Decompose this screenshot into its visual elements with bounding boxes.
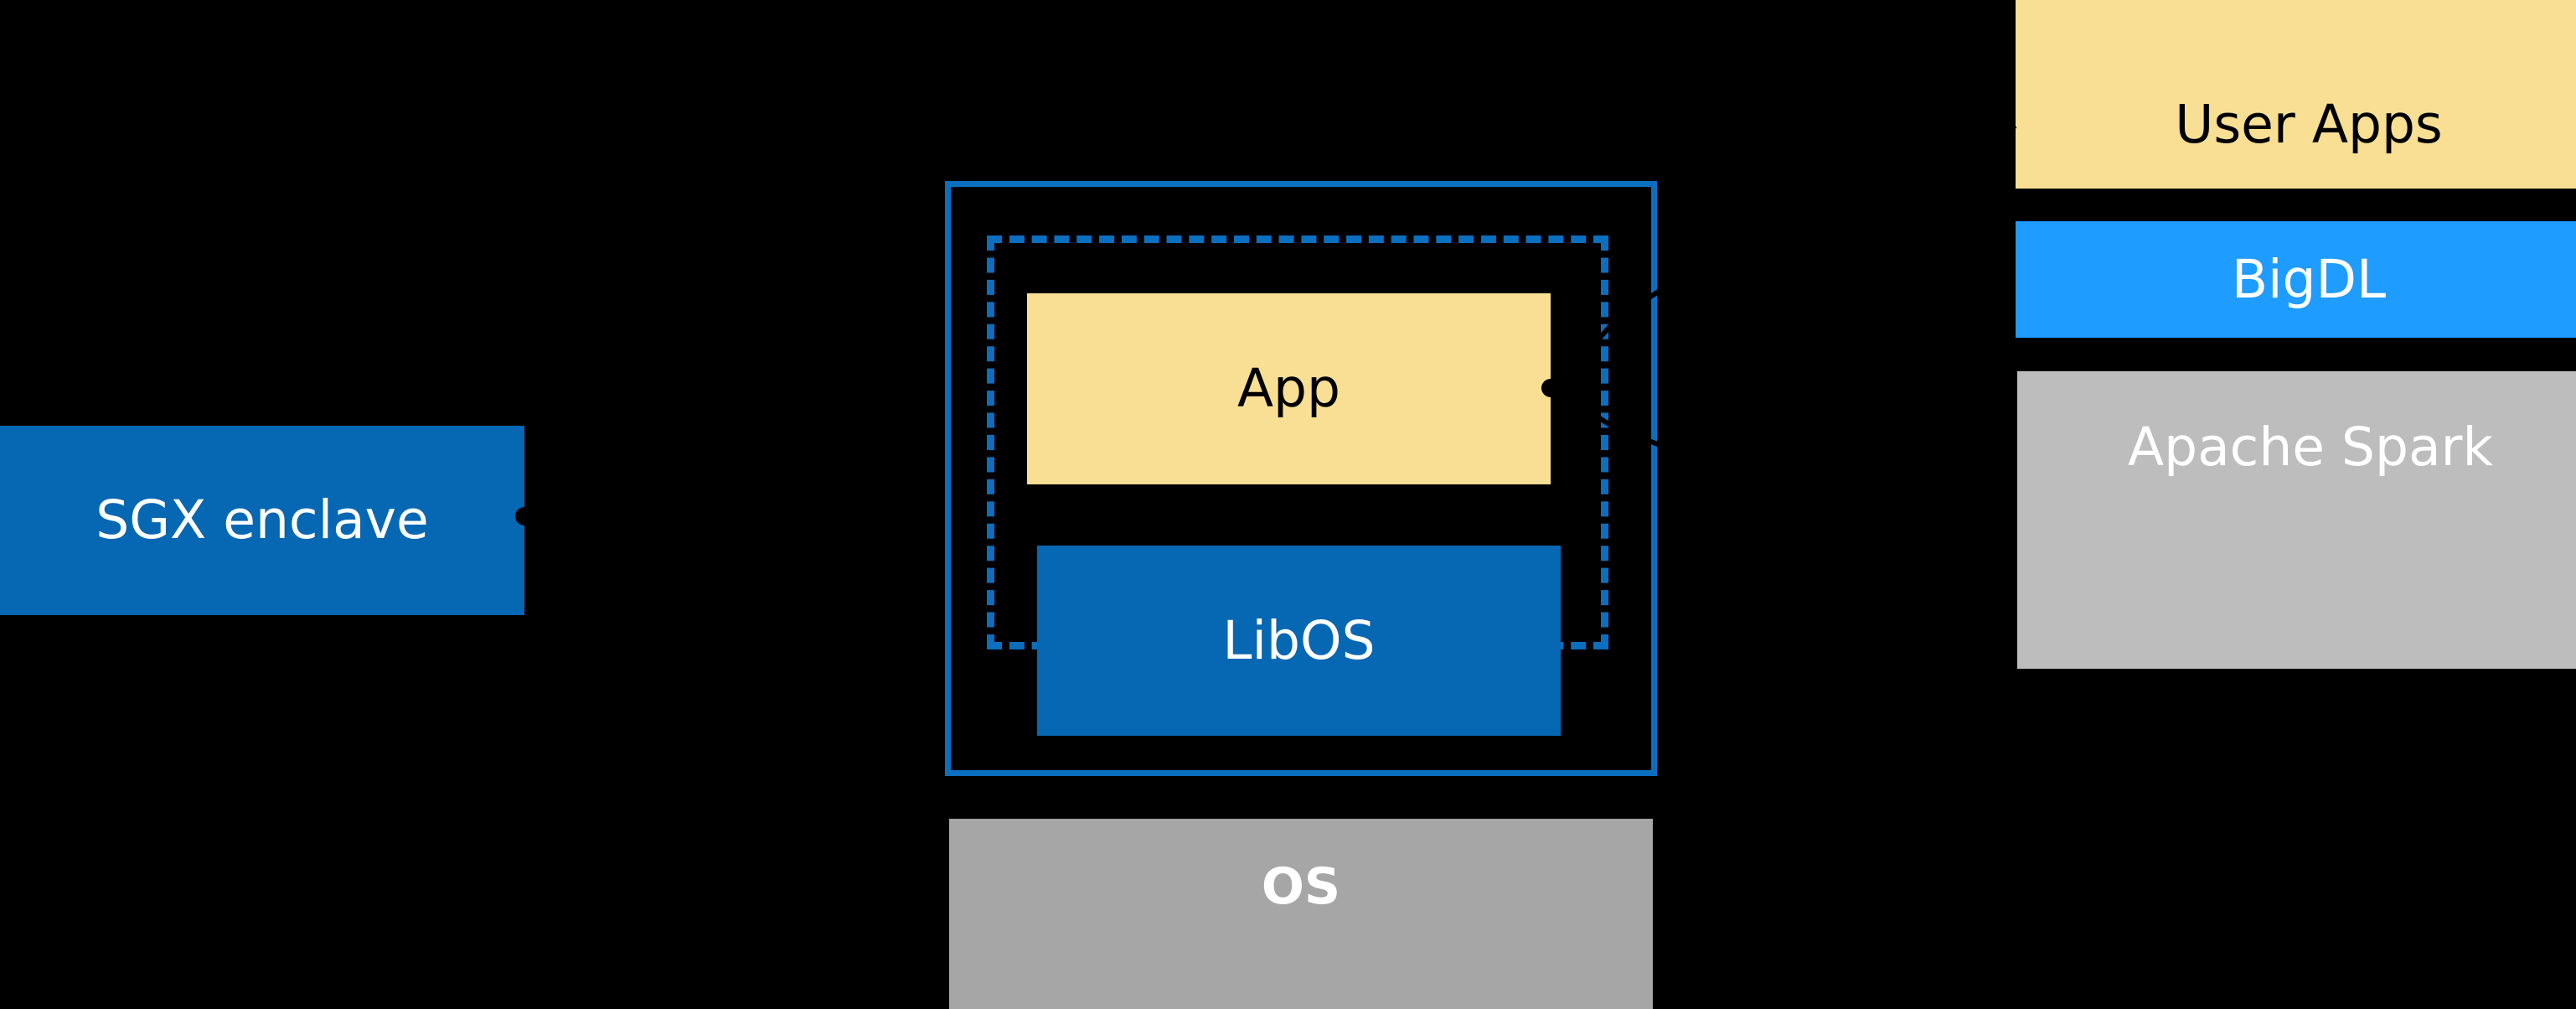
sgx-enclave-box[interactable]: SGX enclave <box>0 426 524 615</box>
apache-spark-label: Apache Spark <box>2127 417 2494 478</box>
os-box[interactable]: OS <box>949 819 1653 1009</box>
os-label: OS <box>1261 857 1341 916</box>
bigdl-label: BigDL <box>2231 248 2387 310</box>
libos-label: LibOS <box>1222 609 1376 671</box>
user-apps-box[interactable]: User Apps <box>2016 0 2576 189</box>
apache-spark-box[interactable]: Apache Spark <box>2017 371 2576 669</box>
bigdl-box[interactable]: BigDL <box>2016 221 2576 338</box>
libos-box[interactable]: LibOS <box>1037 546 1561 736</box>
user-apps-label: User Apps <box>2175 93 2443 155</box>
sgx-enclave-label: SGX enclave <box>96 489 429 551</box>
app-box[interactable]: App <box>1027 293 1551 484</box>
app-label: App <box>1236 358 1341 420</box>
